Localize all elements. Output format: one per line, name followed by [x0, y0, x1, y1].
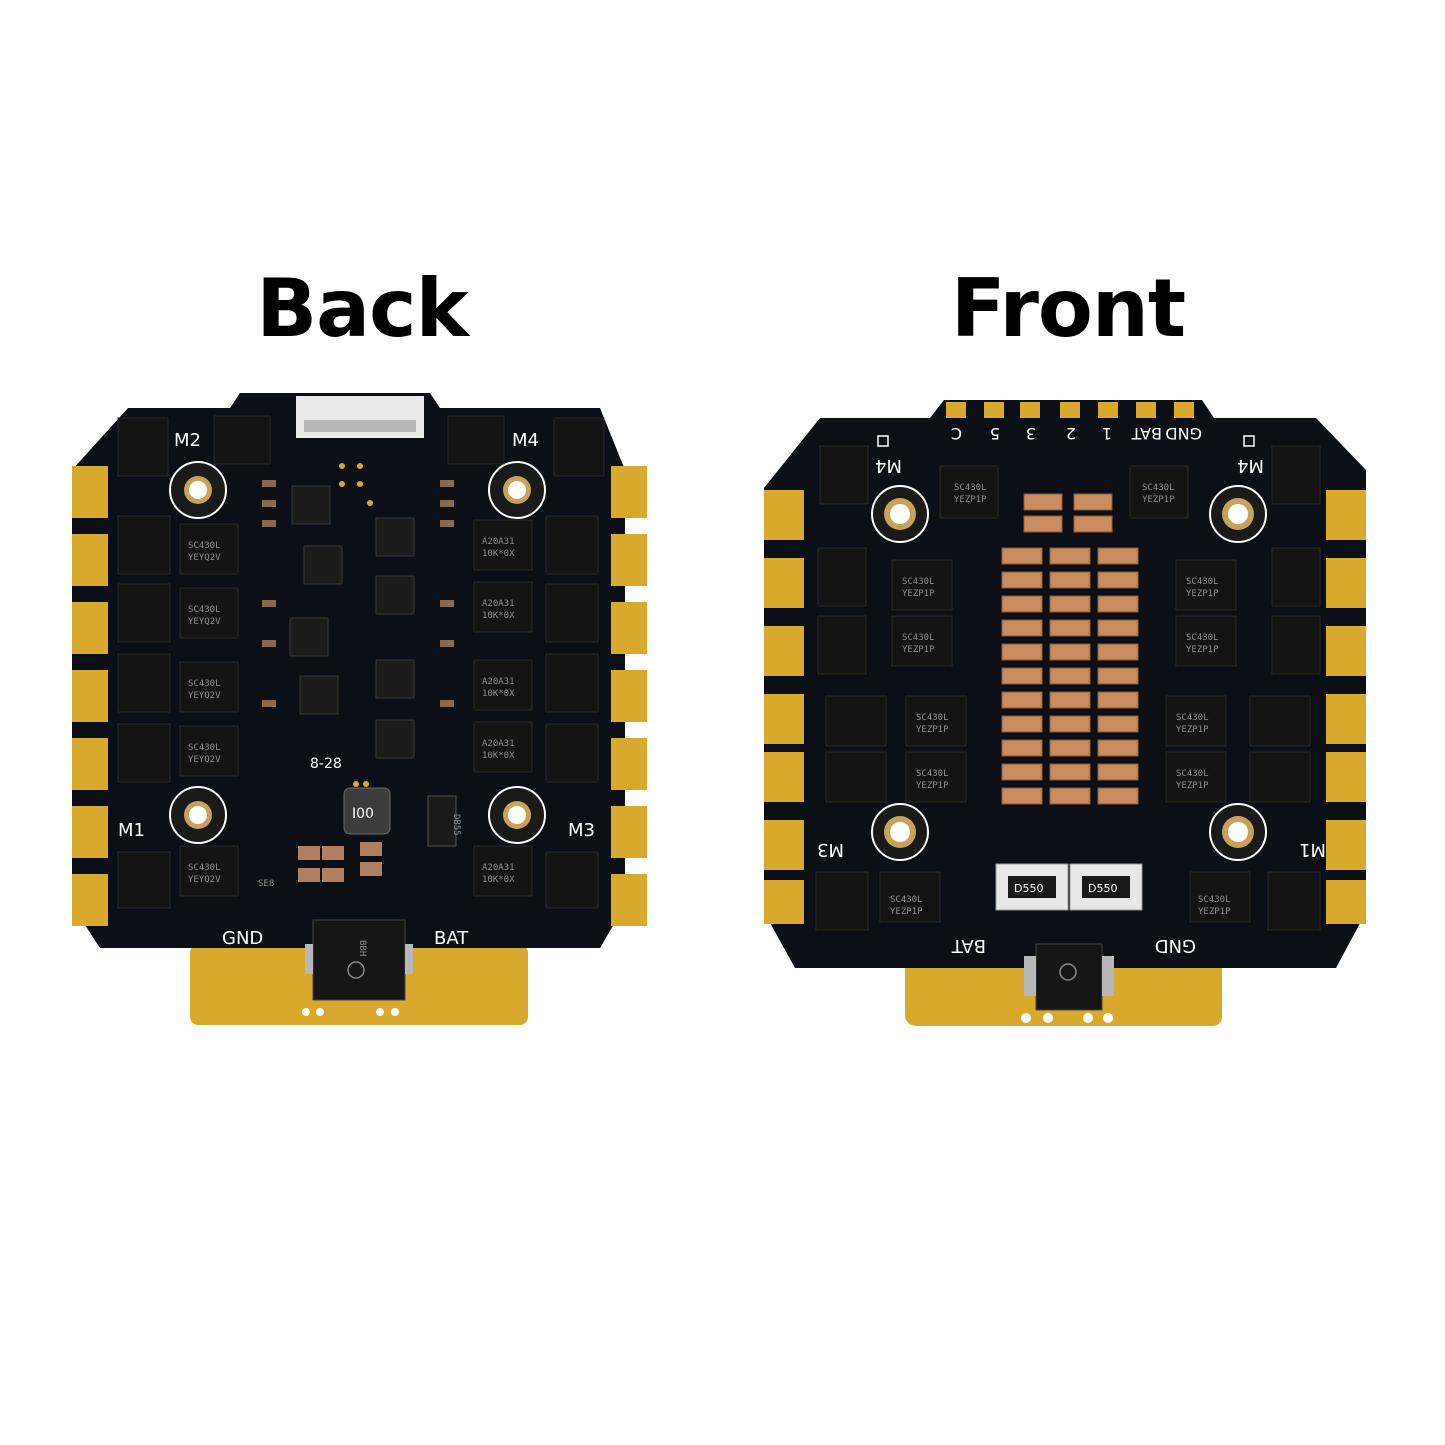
svg-text:SC430L: SC430L [188, 863, 221, 873]
back-diode-mark: DB55 [451, 814, 461, 836]
back-heading: Back [256, 262, 469, 355]
svg-text:YEZP1P: YEZP1P [1186, 589, 1219, 599]
front-capacitor-array [1001, 493, 1139, 805]
svg-text:SC430L: SC430L [188, 605, 221, 615]
back-label-m2: M2 [174, 430, 201, 451]
svg-text:C: C [951, 424, 962, 443]
svg-text:10K*0X: 10K*0X [482, 751, 515, 761]
front-label-bat: BAT [951, 935, 986, 956]
svg-text:YEYQ2V: YEYQ2V [188, 691, 221, 701]
front-regulator [1035, 943, 1103, 1011]
svg-text:SC430L: SC430L [1176, 769, 1209, 779]
front-mosfets [815, 445, 1321, 931]
svg-text:SC430L: SC430L [1198, 895, 1231, 905]
svg-text:2: 2 [1066, 424, 1076, 443]
front-right-pads [1326, 490, 1366, 924]
svg-text:A20A31: A20A31 [482, 537, 515, 547]
back-label-m1: M1 [118, 820, 145, 841]
svg-text:YEZP1P: YEZP1P [1176, 781, 1209, 791]
back-inductor-mark: I00 [352, 806, 374, 822]
svg-text:10K*0X: 10K*0X [482, 611, 515, 621]
back-mount-holes [169, 461, 546, 844]
svg-text:GND: GND [1165, 424, 1202, 443]
front-signal-pads [946, 402, 1194, 418]
front-label-m4-left: M4 [875, 455, 902, 476]
svg-text:YEZP1P: YEZP1P [902, 589, 935, 599]
svg-text:BAT: BAT [1131, 424, 1162, 443]
svg-text:SC430L: SC430L [916, 713, 949, 723]
back-regulator-mark: BBH [357, 940, 367, 956]
svg-text:SC430L: SC430L [902, 577, 935, 587]
back-chip-text: SC430L YEYQ2V SC430L YEYQ2V SC430L YEYQ2V S… [188, 537, 515, 885]
front-board-image: SC430L YEZP1P SC430L YEZP1P SC430L YEZP1P S… [764, 400, 1366, 1026]
svg-text:5: 5 [990, 424, 1000, 443]
front-label-m3: M3 [817, 839, 844, 860]
svg-text:SC430L: SC430L [890, 895, 923, 905]
svg-text:3: 3 [1026, 424, 1036, 443]
svg-text:YEYQ2V: YEYQ2V [188, 755, 221, 765]
svg-text:A20A31: A20A31 [482, 863, 515, 873]
back-diode [427, 795, 457, 847]
back-board-image: SC430L YEYQ2V SC430L YEYQ2V SC430L YEYQ2V S… [72, 393, 647, 1025]
svg-text:SC430L: SC430L [188, 679, 221, 689]
back-label-bat: BAT [434, 928, 469, 949]
svg-text:SC430L: SC430L [954, 483, 987, 493]
svg-text:SC430L: SC430L [188, 743, 221, 753]
svg-text:A20A31: A20A31 [482, 677, 515, 687]
svg-text:A20A31: A20A31 [482, 599, 515, 609]
back-left-pads [72, 466, 108, 926]
back-mosfets [117, 415, 605, 909]
front-shunt-resistors: D550 D550 [995, 863, 1143, 911]
svg-text:SC430L: SC430L [1186, 633, 1219, 643]
svg-text:YEZP1P: YEZP1P [1176, 725, 1209, 735]
svg-text:10K*0X: 10K*0X [482, 549, 515, 559]
svg-text:SC430L: SC430L [1142, 483, 1175, 493]
front-connector-labels: C 5 3 2 1 BAT GND [951, 424, 1202, 443]
svg-text:SC430L: SC430L [902, 633, 935, 643]
front-chip-text: SC430L YEZP1P SC430L YEZP1P SC430L YEZP1P S… [890, 483, 1231, 917]
back-date-code: 8-28 [310, 756, 342, 772]
back-label-gnd: GND [222, 928, 263, 949]
svg-text:YEZP1P: YEZP1P [916, 725, 949, 735]
svg-text:YEYQ2V: YEYQ2V [188, 553, 221, 563]
svg-text:YEZP1P: YEZP1P [916, 781, 949, 791]
svg-text:D550: D550 [1088, 882, 1117, 895]
back-regulator [312, 919, 406, 1001]
svg-text:1: 1 [1102, 424, 1112, 443]
svg-text:YEZP1P: YEZP1P [1198, 907, 1231, 917]
back-label-m3: M3 [568, 820, 595, 841]
svg-text:YEZP1P: YEZP1P [890, 907, 923, 917]
svg-text:YEZP1P: YEZP1P [1186, 645, 1219, 655]
svg-text:YEZP1P: YEZP1P [902, 645, 935, 655]
back-small-mark: SE8 [258, 879, 274, 889]
back-label-m4: M4 [512, 430, 539, 451]
front-left-pads [764, 490, 804, 924]
svg-text:YEZP1P: YEZP1P [1142, 495, 1175, 505]
svg-text:10K*0X: 10K*0X [482, 689, 515, 699]
back-center-ics [289, 485, 415, 759]
svg-text:YEZP1P: YEZP1P [954, 495, 987, 505]
svg-text:YEYQ2V: YEYQ2V [188, 617, 221, 627]
back-right-pads [611, 466, 647, 926]
back-inductor [343, 787, 391, 835]
front-label-m1: M1 [1299, 839, 1326, 860]
front-mount-holes [871, 485, 1267, 861]
svg-text:A20A31: A20A31 [482, 739, 515, 749]
svg-text:YEYQ2V: YEYQ2V [188, 875, 221, 885]
front-label-gnd: GND [1155, 935, 1196, 956]
svg-text:SC430L: SC430L [1186, 577, 1219, 587]
front-label-m4-right: M4 [1237, 455, 1264, 476]
front-heading: Front [950, 262, 1186, 355]
svg-text:SC430L: SC430L [1176, 713, 1209, 723]
svg-text:D550: D550 [1014, 882, 1043, 895]
svg-text:SC430L: SC430L [188, 541, 221, 551]
back-passives [262, 480, 454, 882]
svg-text:SC430L: SC430L [916, 769, 949, 779]
svg-text:10K*0X: 10K*0X [482, 875, 515, 885]
